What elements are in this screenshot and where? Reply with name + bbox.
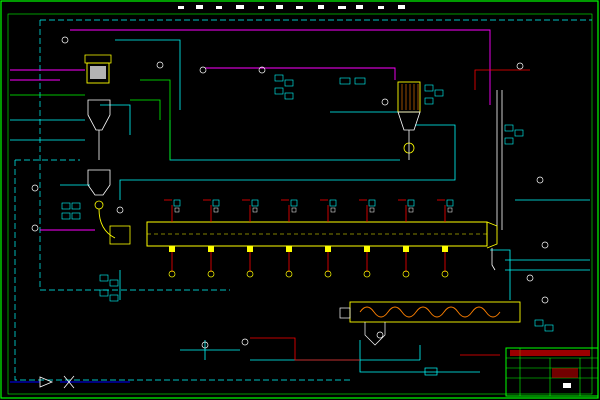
white-riser (496, 90, 503, 230)
instrument-bubble-icon (199, 66, 207, 74)
jacket-flange (364, 246, 370, 252)
instrument-bubble-icon (516, 62, 524, 70)
jacket-trap-icon (168, 270, 176, 278)
small-tag-box (424, 367, 438, 376)
instrument-bubble-icon (381, 98, 389, 106)
jacket-gauge (291, 207, 297, 213)
bag-filter-right (397, 81, 421, 160)
rotary-dryer (109, 221, 498, 271)
jacket-flange (325, 246, 331, 252)
jacket-flange (208, 246, 214, 252)
jacket-instrument (212, 199, 220, 207)
jacket-gauge (174, 207, 180, 213)
magenta-process-lines (10, 29, 491, 231)
jacket-trap-icon (207, 270, 215, 278)
instrument-bubble-icon (541, 241, 549, 249)
screw-conveyor (339, 301, 521, 346)
jacket-instrument (446, 199, 454, 207)
instrument-clusters (31, 36, 549, 349)
instrument-bubble-icon (258, 66, 266, 74)
instrument-bubble-icon (156, 61, 164, 69)
jacket-gauge (369, 207, 375, 213)
instrument-bubble-icon (241, 338, 249, 346)
header-marks (178, 5, 405, 9)
jacket-instrument (329, 199, 337, 207)
jacket-instrument (368, 199, 376, 207)
jacket-flange (169, 246, 175, 252)
jacket-trap-icon (285, 270, 293, 278)
instrument-bubble-icon (61, 36, 69, 44)
instrument-bubble-icon (526, 274, 534, 282)
jacket-gauge (330, 207, 336, 213)
instrument-bubble-icon (116, 206, 124, 214)
bag-filter-left (84, 54, 116, 239)
jacket-trap-icon (324, 270, 332, 278)
battery-limit-lines (14, 19, 592, 381)
flow-symbols (39, 375, 75, 389)
dryer-jacket-connections (164, 199, 454, 278)
jacket-instrument (290, 199, 298, 207)
inner-frame (7, 13, 593, 395)
instrument-bubble-icon (376, 331, 384, 339)
jacket-gauge (213, 207, 219, 213)
jacket-gauge (447, 207, 453, 213)
instrument-bubble-icon (31, 224, 39, 232)
jacket-flange (286, 246, 292, 252)
jacket-trap-icon (363, 270, 371, 278)
jacket-flange (403, 246, 409, 252)
instrument-bubble-icon (201, 341, 209, 349)
jacket-gauge (252, 207, 258, 213)
instrument-bubble-icon (536, 176, 544, 184)
instrument-bubble-icon (31, 184, 39, 192)
instrument-boxes (61, 74, 554, 332)
jacket-gauge (408, 207, 414, 213)
jacket-trap-icon (441, 270, 449, 278)
cyan-process-lines (10, 39, 590, 373)
jacket-trap-icon (402, 270, 410, 278)
jacket-flange (247, 246, 253, 252)
jacket-instrument (173, 199, 181, 207)
green-process-lines (10, 79, 171, 160)
jacket-instrument (251, 199, 259, 207)
jacket-flange (442, 246, 448, 252)
jacket-instrument (407, 199, 415, 207)
title-block (505, 347, 599, 397)
red-process-lines (250, 69, 530, 361)
instrument-bubble-icon (541, 296, 549, 304)
jacket-trap-icon (246, 270, 254, 278)
